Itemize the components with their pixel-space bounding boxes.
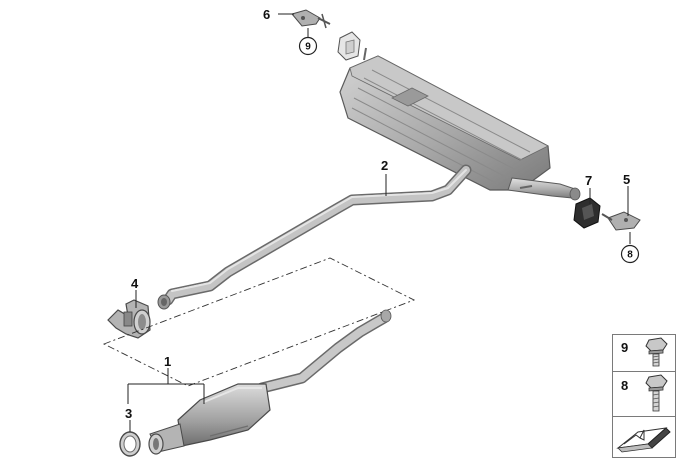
circled-ref-8: 8 bbox=[627, 250, 633, 261]
bracket-5 bbox=[601, 211, 641, 231]
callout-3: 3 bbox=[125, 406, 132, 421]
leader-lines bbox=[127, 13, 631, 432]
callout-5: 5 bbox=[623, 172, 630, 187]
screw-icon bbox=[645, 374, 668, 412]
intermediate-pipe bbox=[157, 164, 472, 310]
legend-label-8: 8 bbox=[621, 378, 629, 393]
legend-row-9: 9 bbox=[612, 334, 676, 374]
sealing-ring bbox=[119, 431, 141, 457]
legend-row-arrow bbox=[612, 416, 676, 458]
bolt-icon bbox=[645, 337, 668, 367]
legend-label-9: 9 bbox=[621, 340, 629, 355]
circled-ref-8-outline bbox=[620, 244, 640, 264]
rubber-mount-top bbox=[337, 31, 361, 61]
legend-row-8: 8 bbox=[612, 371, 676, 419]
bracket-6 bbox=[291, 9, 331, 29]
rear-silencer bbox=[339, 47, 581, 201]
circled-ref-9-outline bbox=[298, 36, 318, 56]
circled-ref-9: 9 bbox=[305, 42, 311, 53]
pipe-clamp bbox=[107, 299, 151, 339]
rubber-mount-7 bbox=[573, 197, 601, 229]
callout-7: 7 bbox=[585, 173, 592, 188]
arrow-icon bbox=[616, 427, 671, 453]
callout-6: 6 bbox=[263, 7, 270, 22]
callout-2: 2 bbox=[381, 158, 388, 173]
dashed-group-outline bbox=[102, 257, 416, 387]
front-pipe-catalytic-converter bbox=[148, 309, 392, 455]
callout-4: 4 bbox=[131, 276, 139, 291]
callout-1: 1 bbox=[164, 354, 171, 369]
